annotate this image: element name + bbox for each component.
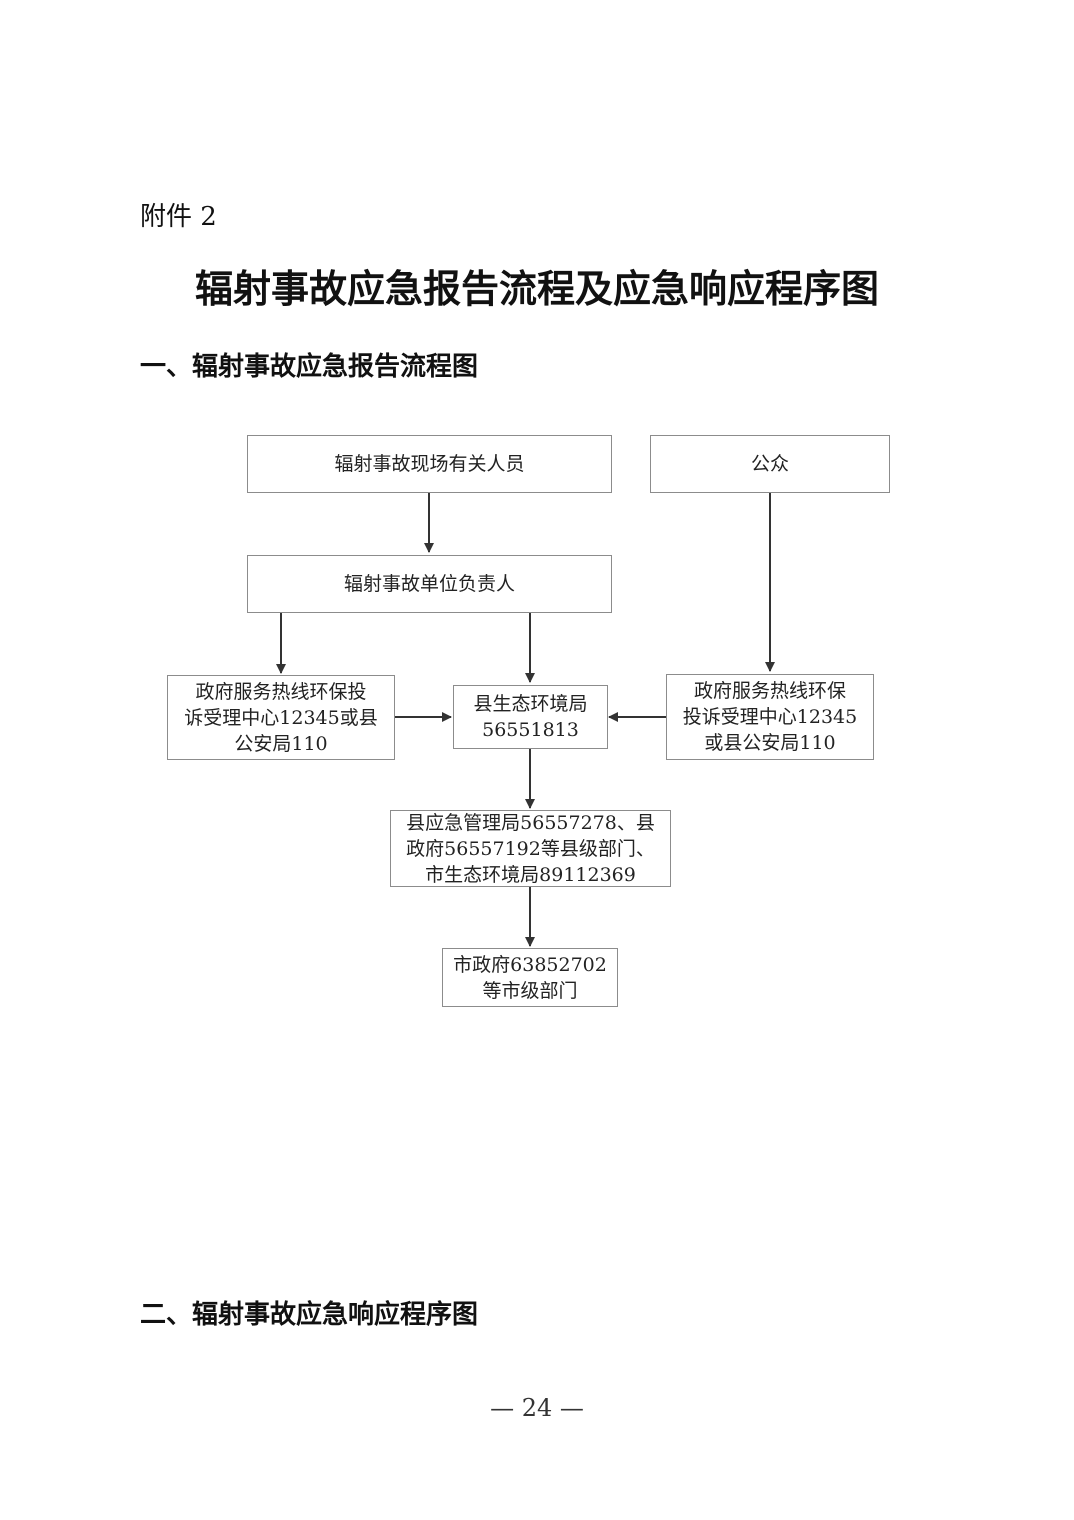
box-hotline-right: 政府服务热线环保 投诉受理中心12345 或县公安局110: [666, 674, 874, 760]
box-city-government: 市政府63852702 等市级部门: [442, 948, 618, 1007]
section-heading-report-flow: 一、辐射事故应急报告流程图: [140, 352, 479, 382]
box-scene-personnel: 辐射事故现场有关人员: [247, 435, 612, 493]
box-public: 公众: [650, 435, 890, 493]
page-title: 辐射事故应急报告流程及应急响应程序图: [194, 267, 879, 311]
page-number: — 24 —: [490, 1394, 584, 1422]
box-county-departments: 县应急管理局56557278、县 政府56557192等县级部门、 市生态环境局…: [390, 810, 671, 887]
section-heading-response-flow: 二、辐射事故应急响应程序图: [140, 1300, 479, 1330]
box-unit-leader: 辐射事故单位负责人: [247, 555, 612, 613]
box-county-eco-bureau: 县生态环境局 56551813: [453, 685, 608, 749]
box-hotline-left: 政府服务热线环保投 诉受理中心12345或县 公安局110: [167, 675, 395, 760]
attachment-label: 附件 2: [140, 202, 217, 232]
